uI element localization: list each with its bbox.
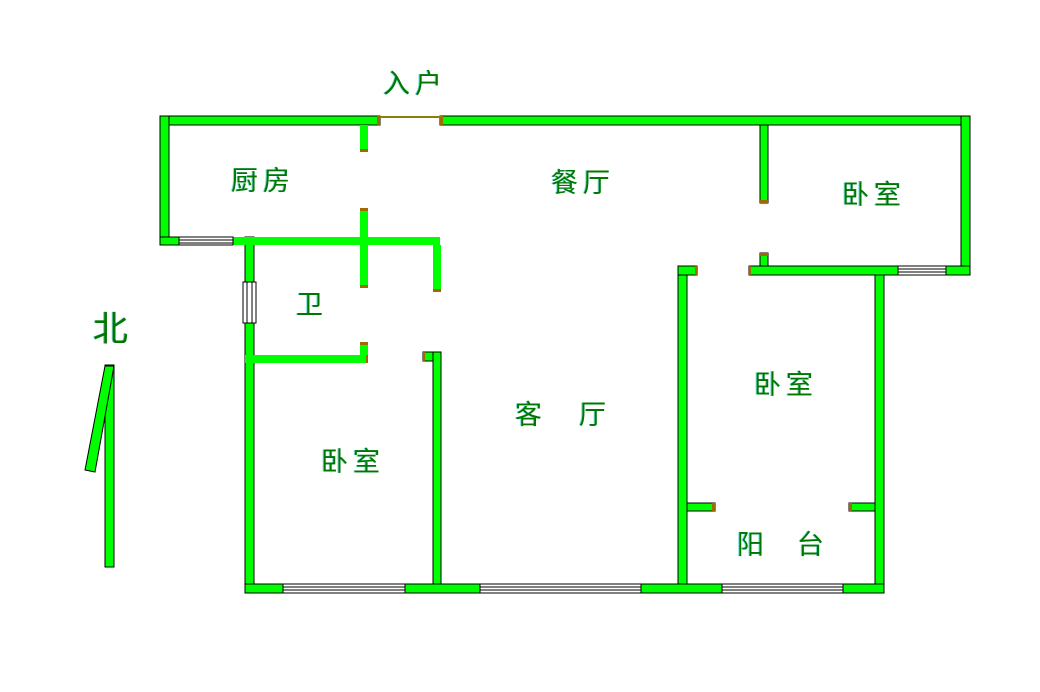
windows <box>178 236 947 594</box>
entrance-door-line <box>380 116 442 118</box>
interior-walls <box>233 125 441 363</box>
room-label-bedroom-right: 卧室 <box>754 370 818 401</box>
north-label: 北 <box>93 310 129 350</box>
room-label-entrance: 入户 <box>383 69 447 100</box>
room-label-living-room: 客厅 <box>515 400 643 431</box>
room-label-balcony: 阳台 <box>737 530 857 561</box>
window-mullions <box>179 239 946 591</box>
room-label-bedroom-left: 卧室 <box>321 447 385 478</box>
room-label-bathroom: 卫 <box>296 290 328 321</box>
room-label-kitchen: 厨房 <box>231 166 295 197</box>
north-arrow-icon <box>84 364 115 568</box>
door-jambs <box>360 116 852 511</box>
room-label-dining: 餐厅 <box>551 168 615 199</box>
room-label-bedroom-top-right: 卧室 <box>842 180 906 211</box>
